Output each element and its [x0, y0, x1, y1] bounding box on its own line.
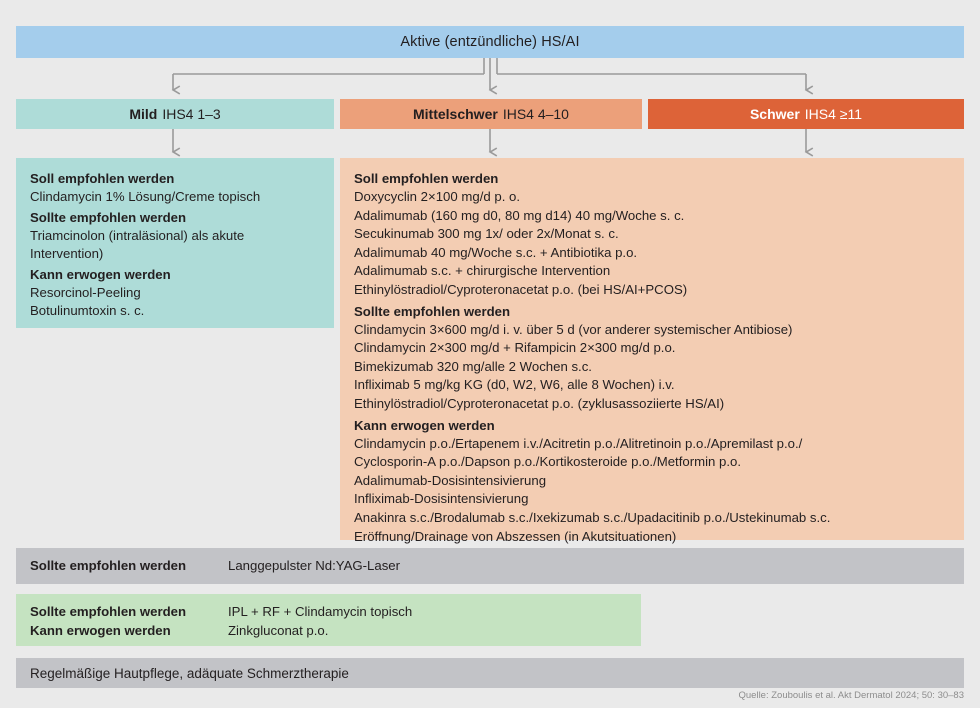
source-citation: Quelle: Zouboulis et al. Akt Dermatol 20… [738, 690, 965, 701]
recommendation-group: Kann erwogen werden Clindamycin p.o./Ert… [354, 417, 950, 547]
recommendation-group: Sollte empfohlen werden Triamcinolon (in… [30, 209, 320, 263]
band-value: IPL + RF + Clindamycin topisch [228, 604, 413, 619]
treatment-panel-mild: Soll empfohlen werden Clindamycin 1% Lös… [16, 158, 334, 328]
band-value: Zinkgluconat p.o. [228, 623, 329, 638]
recommendation-heading: Kann erwogen werden [30, 267, 171, 282]
band-adjuvant-therapy: Sollte empfohlen werden IPL + RF + Clind… [16, 594, 641, 646]
recommendation-group: Soll empfohlen werden Doxycyclin 2×100 m… [354, 170, 950, 300]
band-basic-care-text: Regelmäßige Hautpflege, adäquate Schmerz… [30, 665, 349, 681]
recommendation-line: Resorcinol-Peeling [30, 285, 141, 300]
recommendation-line: Adalimumab (160 mg d0, 80 mg d14) 40 mg/… [354, 207, 685, 223]
recommendation-line: Bimekizumab 320 mg/alle 2 Wochen s.c. [354, 358, 592, 374]
band-laser-therapy: Sollte empfohlen werden Langgepulster Nd… [16, 548, 964, 584]
recommendation-line: Clindamycin 3×600 mg/d i. v. über 5 d (v… [354, 321, 793, 337]
band-label: Kann erwogen werden [30, 623, 171, 638]
severity-label-severe: Schwer [749, 106, 800, 122]
recommendation-line: Infliximab-Dosisintensivierung [354, 491, 529, 507]
recommendation-heading: Kann erwogen werden [354, 417, 495, 433]
severity-box-severe: Schwer IHS4 ≥11 [648, 99, 964, 129]
top-banner-label: Aktive (entzündliche) HS/AI [400, 34, 580, 50]
recommendation-line: Doxycyclin 2×100 mg/d p. o. [354, 189, 521, 204]
severity-score-mild: IHS4 1–3 [162, 106, 221, 122]
severity-box-moderate: Mittelschwer IHS4 4–10 [340, 99, 642, 129]
recommendation-group: Sollte empfohlen werden Clindamycin 3×60… [354, 303, 950, 414]
recommendation-line: Eröffnung/Drainage von Abszessen (in Aku… [354, 528, 677, 544]
recommendation-line: Adalimumab s.c. + chirurgische Intervent… [354, 263, 611, 279]
recommendation-line: Triamcinolon (intraläsional) als akute I… [30, 228, 245, 261]
recommendation-line: Ethinylöstradiol/Cyproteronacetat p.o. (… [354, 281, 688, 297]
severity-box-mild: Mild IHS4 1–3 [16, 99, 334, 129]
recommendation-line: Clindamycin p.o./Ertapenem i.v./Acitreti… [354, 435, 803, 451]
recommendation-heading: Sollte empfohlen werden [30, 210, 187, 225]
recommendation-line: Cyclosporin-A p.o./Dapson p.o./Kortikost… [354, 454, 742, 470]
recommendation-heading: Soll empfohlen werden [30, 171, 175, 186]
band-row: Sollte empfohlen werden Langgepulster Nd… [16, 548, 964, 584]
band-basic-care: Regelmäßige Hautpflege, adäquate Schmerz… [16, 658, 964, 688]
recommendation-line: Adalimumab-Dosisintensivierung [354, 472, 547, 488]
recommendation-line: Clindamycin 1% Lösung/Creme topisch [30, 189, 261, 204]
recommendation-line: Anakinra s.c./Brodalumab s.c./Ixekizumab… [354, 509, 831, 525]
severity-score-severe: IHS4 ≥11 [804, 106, 863, 122]
recommendation-line: Adalimumab 40 mg/Woche s.c. + Antibiotik… [354, 244, 638, 260]
recommendation-group: Kann erwogen werden Resorcinol-Peeling B… [30, 266, 320, 320]
severity-label-moderate: Mittelschwer [413, 106, 498, 122]
band-row: Kann erwogen werden Zinkgluconat p.o. [16, 621, 641, 640]
severity-score-moderate: IHS4 4–10 [502, 106, 569, 122]
recommendation-heading: Soll empfohlen werden [354, 171, 499, 186]
recommendation-line: Secukinumab 300 mg 1x/ oder 2x/Monat s. … [354, 226, 619, 242]
band-value: Langgepulster Nd:YAG-Laser [228, 558, 401, 574]
band-label: Sollte empfohlen werden [30, 558, 187, 574]
recommendation-heading: Sollte empfohlen werden [354, 303, 511, 319]
recommendation-line: Ethinylöstradiol/Cyproteronacetat p.o. (… [354, 395, 725, 411]
recommendation-line: Botulinumtoxin s. c. [30, 303, 145, 318]
recommendation-line: Infliximab 5 mg/kg KG (d0, W2, W6, alle … [354, 377, 675, 393]
top-banner-active-hs: Aktive (entzündliche) HS/AI [16, 26, 964, 58]
severity-label-mild: Mild [129, 106, 158, 122]
band-label: Sollte empfohlen werden [30, 604, 187, 619]
recommendation-line: Clindamycin 2×300 mg/d + Rifampicin 2×30… [354, 340, 676, 356]
band-row: Sollte empfohlen werden IPL + RF + Clind… [16, 602, 641, 621]
treatment-panel-systemic: Soll empfohlen werden Doxycyclin 2×100 m… [340, 158, 964, 544]
recommendation-group: Soll empfohlen werden Clindamycin 1% Lös… [30, 170, 320, 206]
